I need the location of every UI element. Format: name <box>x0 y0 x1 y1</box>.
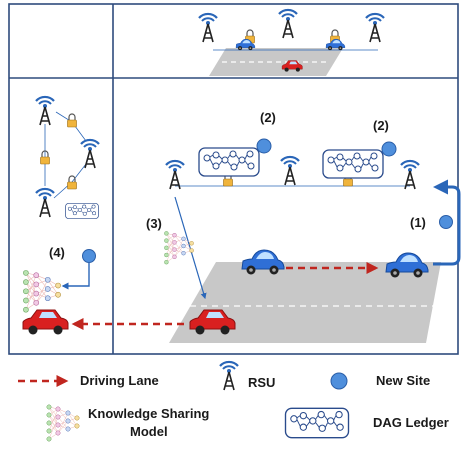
step-1-label: (1) <box>410 215 426 230</box>
legend-dag-ledger-label: DAG Ledger <box>373 415 449 430</box>
rsu-tower-icon <box>34 95 56 127</box>
step-3-label: (3) <box>146 216 162 231</box>
top-panel <box>197 8 386 76</box>
legend-new-site-icon <box>330 372 348 390</box>
new-site-dot-icon <box>256 138 272 154</box>
neural-network-icon <box>23 270 61 313</box>
rsu-tower-icon <box>164 159 186 191</box>
download-arrow <box>174 196 207 300</box>
grid-frame <box>8 3 459 355</box>
neural-network-icon <box>164 231 194 265</box>
left-panel <box>22 95 101 335</box>
legend-dag-ledger-icon <box>284 407 350 439</box>
step-2-label: (2) <box>260 110 276 125</box>
legend-new-site-label: New Site <box>376 373 431 388</box>
legend-driving-lane-label: Driving Lane <box>80 373 159 388</box>
dag-ledger-icon <box>198 147 260 177</box>
dag-ledger-icon <box>65 202 99 220</box>
rsu-tower-icon <box>79 138 101 170</box>
rsu-tower-icon <box>279 155 301 187</box>
lock-icon <box>66 113 78 128</box>
lock-icon <box>66 175 78 190</box>
legend-rsu-icon <box>218 360 240 392</box>
new-site-dot-icon <box>439 215 453 229</box>
rsu-tower-icon <box>197 12 219 44</box>
new-site-dot-icon <box>381 141 397 157</box>
rsu-tower-icon <box>364 12 386 44</box>
step-4-label: (4) <box>49 245 65 260</box>
road <box>169 262 441 343</box>
red-car-icon <box>22 309 69 335</box>
legend-rsu-label: RSU <box>248 375 276 390</box>
legend-knowledge-sharing-label: Knowledge Sharing <box>88 406 210 421</box>
new-site-dot-icon <box>82 249 96 263</box>
rsu-tower-icon <box>34 187 56 219</box>
legend-knowledge-sharing-label-2: Model <box>130 424 168 439</box>
rsu-tower-icon <box>399 159 421 191</box>
rsu-tower-icon <box>277 8 299 40</box>
upload-arrow <box>433 179 461 266</box>
dag-ledger-icon <box>322 149 384 179</box>
main-panel <box>71 138 461 343</box>
legend <box>18 360 350 442</box>
legend-neural-network-icon <box>46 404 80 442</box>
step-2-label: (2) <box>373 118 389 133</box>
